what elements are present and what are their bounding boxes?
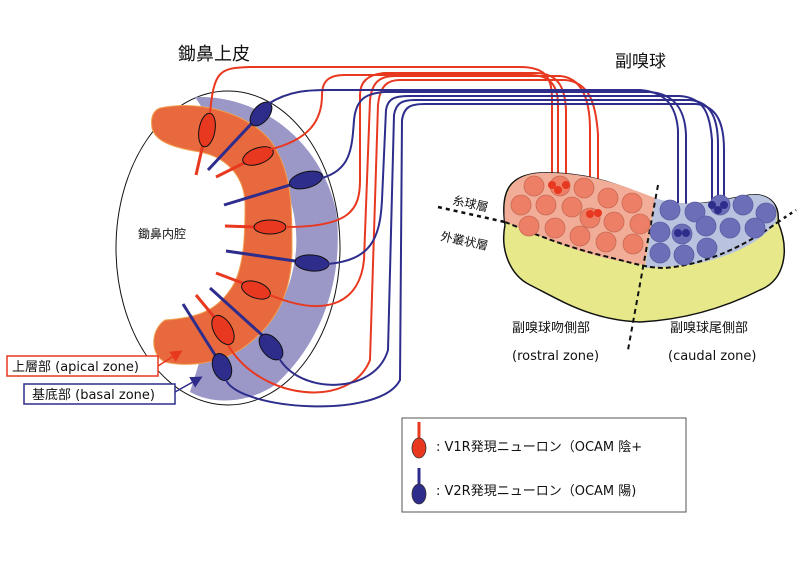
v2r-axon	[327, 95, 713, 265]
v2r-neurons	[181, 101, 330, 382]
accessory-olfactory-bulb	[437, 172, 797, 351]
basal-zone-box	[23, 383, 176, 405]
v1r-axon	[285, 72, 567, 228]
legend: : V1R発現ニューロン（OCAM 陰+ : V2R発現ニューロン（OCAM 陽…	[401, 417, 687, 513]
legend-item-v1r: : V1R発現ニューロン（OCAM 陰+	[411, 422, 642, 459]
vomeronasal-organ: 鋤鼻内腔	[115, 90, 341, 406]
basal-zone-label: 基底部 (basal zone)	[32, 387, 155, 403]
apical-zone-label: 上層部 (apical zone)	[12, 360, 139, 375]
v2r-axon	[278, 99, 719, 386]
v2r-neuron-icon	[411, 483, 427, 505]
v2r-neuron	[225, 249, 330, 272]
apical-zone-callout: 上層部 (apical zone)	[6, 350, 183, 377]
boundary-extension-right	[777, 208, 797, 224]
v2r-axon	[321, 91, 687, 233]
v1r-neuron	[194, 294, 235, 346]
v1r-neurons	[194, 112, 287, 346]
v2r-neuron	[223, 170, 324, 207]
basal-arrow	[174, 376, 203, 393]
legend-v2r-label: : V2R発現ニューロン（OCAM 陽)	[436, 484, 636, 499]
v2r-axon	[267, 89, 679, 233]
external-plexiform-layer-label: 外叢状層	[439, 229, 489, 253]
v1r-neuron	[215, 271, 271, 300]
v2r-neuron	[206, 101, 273, 172]
vomeronasal-epithelium-title: 鋤鼻上皮	[178, 44, 250, 65]
rostral-zone-label-jp: 副嗅球吻側部	[512, 321, 590, 336]
v2r-axon	[225, 103, 725, 408]
rostral-zone-label-en: (rostral zone)	[512, 349, 599, 364]
basal-zone-callout: 基底部 (basal zone)	[23, 376, 203, 405]
v1r-axon	[227, 79, 599, 394]
v1r-axon	[269, 75, 591, 307]
vno-lumen-label: 鋤鼻内腔	[138, 226, 186, 241]
v1r-neuron	[194, 112, 216, 176]
v1r-neuron-icon	[411, 437, 427, 459]
boundary-extension-left	[437, 205, 506, 224]
legend-item-v2r: : V2R発現ニューロン（OCAM 陽)	[411, 468, 636, 505]
apical-arrow	[157, 350, 183, 367]
v2r-neuron	[181, 303, 233, 382]
caudal-zone-label-jp: 副嗅球尾側部	[670, 321, 748, 336]
v1r-neuron	[215, 146, 274, 179]
v1r-axon	[267, 74, 559, 190]
v1r-axon	[209, 66, 553, 185]
legend-v1r-label: : V1R発現ニューロン（OCAM 陰+	[436, 440, 642, 455]
glomerular-boundary	[504, 221, 779, 270]
accessory-olfactory-bulb-title: 副嗅球	[615, 52, 666, 72]
caudal-zone-label-en: (caudal zone)	[668, 349, 756, 364]
axon-terminals	[548, 181, 728, 237]
axon-projections	[209, 66, 725, 408]
rostral-caudal-divider	[627, 184, 659, 351]
v2r-neuron	[208, 286, 284, 361]
legend-box	[401, 417, 687, 513]
